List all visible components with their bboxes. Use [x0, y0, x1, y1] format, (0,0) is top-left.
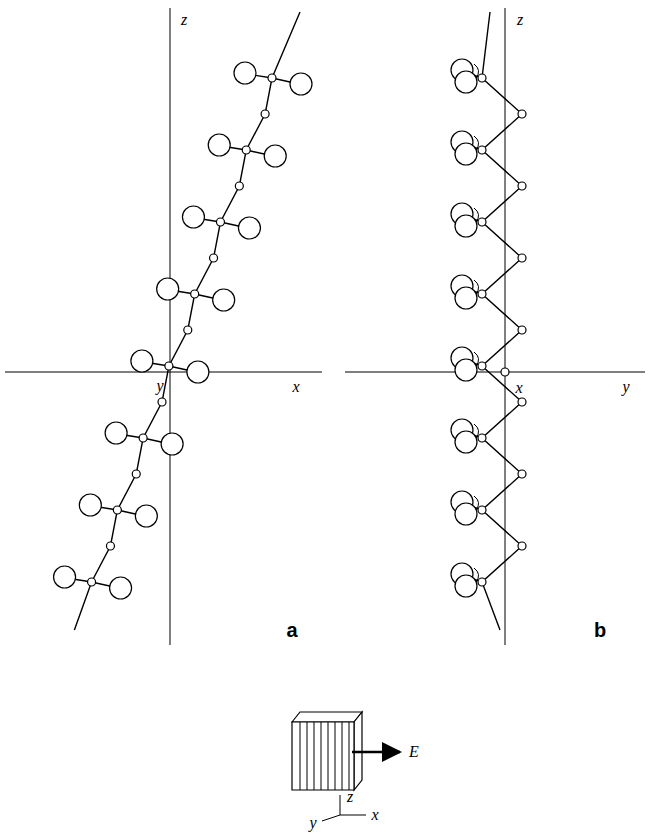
fibre-line: [307, 722, 308, 790]
film-front: [292, 722, 354, 790]
bridge-atom: [518, 110, 526, 118]
axis-line: [340, 815, 366, 816]
backbone-atom: [478, 506, 486, 514]
axis-line: [340, 795, 341, 815]
bridge-atom: [235, 182, 243, 190]
bridge-atom: [261, 110, 269, 118]
bridge-atom: [518, 470, 526, 478]
axis-label: x: [371, 807, 378, 823]
axis-label: y: [309, 815, 316, 831]
bridge-atom: [518, 542, 526, 550]
bridge-atom: [210, 254, 218, 262]
backbone: [482, 12, 522, 630]
axis-label: x: [515, 380, 522, 396]
side-atom: [455, 287, 477, 309]
atom-outline: [474, 424, 479, 438]
bridge-atom: [106, 542, 114, 550]
axis-label: E: [409, 744, 419, 760]
side-atom: [238, 217, 260, 239]
axis-label: y: [622, 379, 629, 395]
side-atom: [187, 361, 209, 383]
axis-line: [505, 8, 506, 645]
backbone-atom: [478, 434, 486, 442]
side-atom: [455, 503, 477, 525]
side-atom: [290, 73, 312, 95]
axis-label: z: [181, 12, 187, 28]
side-atom: [455, 143, 477, 165]
side-atom: [234, 62, 256, 84]
atom-outline: [474, 496, 479, 510]
backbone-atom: [478, 146, 486, 154]
fibre-line: [342, 722, 343, 790]
bridge-atom: [184, 326, 192, 334]
backbone-atom: [165, 362, 173, 370]
axis-line: [170, 8, 171, 645]
panel-letter: b: [594, 620, 606, 640]
atom-outline: [474, 352, 479, 366]
atom-outline: [474, 64, 479, 78]
axis-line: [5, 372, 322, 373]
fibre-line: [328, 722, 329, 790]
bridge-atom: [518, 182, 526, 190]
bridge-atom: [501, 368, 509, 376]
side-atom: [131, 350, 153, 372]
backbone-atom: [478, 290, 486, 298]
side-atom: [79, 494, 101, 516]
axis-label: z: [517, 12, 523, 28]
side-atom: [182, 206, 204, 228]
backbone-atom: [478, 74, 486, 82]
backbone-atom: [478, 362, 486, 370]
side-atom: [135, 505, 157, 527]
axis-label: x: [292, 379, 299, 395]
backbone-atom: [242, 146, 250, 154]
fibre-line: [314, 722, 315, 790]
backbone-atom: [478, 218, 486, 226]
backbone: [74, 12, 300, 630]
side-atom: [157, 278, 179, 300]
axis-line: [345, 372, 645, 373]
bridge-atom: [518, 326, 526, 334]
side-atom: [455, 359, 477, 381]
axis-line: [322, 815, 340, 821]
film-top: [292, 712, 362, 722]
bridge-atom: [518, 398, 526, 406]
side-atom: [213, 289, 235, 311]
atom-outline: [474, 208, 479, 222]
axis-label: y: [156, 378, 163, 394]
side-atom: [264, 145, 286, 167]
backbone-atom: [478, 578, 486, 586]
side-atom: [455, 215, 477, 237]
fibre-line: [321, 722, 322, 790]
side-atom: [455, 431, 477, 453]
field-arrow: [352, 751, 400, 754]
fibre-line: [349, 722, 350, 790]
axis-label: z: [347, 789, 353, 805]
atom-outline: [474, 136, 479, 150]
backbone-atom: [113, 506, 121, 514]
side-atom: [455, 575, 477, 597]
backbone-atom: [191, 290, 199, 298]
bridge-atom: [132, 470, 140, 478]
backbone-atom: [268, 74, 276, 82]
backbone-atom: [88, 578, 96, 586]
side-atom: [54, 566, 76, 588]
atom-outline: [474, 568, 479, 582]
fibre-line: [335, 722, 336, 790]
backbone-atom: [216, 218, 224, 226]
side-atom: [455, 71, 477, 93]
bridge-atom: [518, 254, 526, 262]
atom-outline: [474, 280, 479, 294]
bridge-atom: [158, 398, 166, 406]
fibre-line: [300, 722, 301, 790]
side-atom: [161, 433, 183, 455]
panel-letter: a: [286, 620, 297, 640]
side-atom: [105, 422, 127, 444]
side-atom: [208, 134, 230, 156]
side-atom: [110, 577, 132, 599]
backbone-atom: [139, 434, 147, 442]
